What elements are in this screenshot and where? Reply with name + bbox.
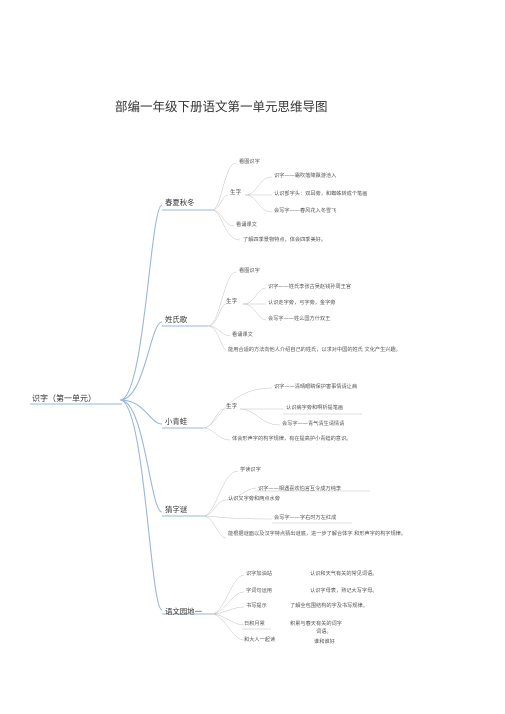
b2-node-e: 会写字——姓么国方什双王 (268, 316, 331, 322)
b4-node-a: 学读识字 (240, 467, 261, 473)
b1-node-d: 认识部字头：双耳旁，和蜘蛛转成个笔画 (274, 191, 368, 197)
link-root-b3 (119, 399, 163, 425)
b1-node-g: 了解四季景物特点，体会四季美好。 (243, 237, 327, 243)
link-root-b1 (119, 204, 163, 401)
branch-surname-song: 姓氏歌 (165, 315, 188, 324)
b3-node-a: 识字——清晴眼睛保护害事情请让病 (274, 384, 358, 390)
b2-node-d: 认识走字旁，弓字旁，金字旁 (268, 300, 336, 306)
link-root-b2 (119, 321, 163, 401)
b3-node-c: 认识病字旁和啊析提笔画 (286, 405, 344, 411)
link-root-b4 (119, 399, 163, 513)
b1-node-c: 生字 (230, 190, 242, 196)
b4-node-e: 能根据谜面以及汉字特点猜出谜底，进一步了解合体字 和形声字的构字规律。 (228, 531, 407, 537)
branch-riddles: 猜字谜 (165, 505, 188, 514)
b3-node-e: 体会形声字的构字规律，有在提高护小青蛙的意识。 (232, 436, 352, 442)
b1-node-f: 看诵课文 (236, 222, 257, 228)
b4-node-c: 认识又字旁和两点水旁 (228, 496, 280, 502)
b2-node-f: 看诵课文 (232, 332, 253, 338)
b5-node-k: 谁和谁好 (314, 639, 335, 645)
b5-node-g: 日积月累 (244, 621, 265, 627)
branch-spring-summer: 春夏秋冬 (165, 198, 195, 207)
b1-node-a: 看图识字 (239, 159, 260, 165)
b1-node-b: 识字——霜吹落降飘游池入 (274, 173, 337, 179)
b5-node-h: 积累与春天有关的词字 (290, 621, 342, 627)
b5-node-c: 字词句运用 (246, 588, 272, 594)
b5-node-e: 书写提示 (246, 603, 267, 609)
b2-node-b: 识字——姓氏李张古吴赵钱孙周王官 (268, 284, 352, 290)
b5-node-j: 和大人一起读 (244, 637, 276, 643)
b5-node-d: 认识字母表，熟记大写字母。 (310, 588, 378, 594)
b2-node-c: 生字 (226, 299, 238, 305)
branch-language-garden: 语文园地一 (165, 607, 202, 616)
root-topic: 识字（第一单元） (32, 394, 96, 403)
b4-node-d: 会写字——字右时万左红成 (274, 515, 337, 521)
b5-node-f: 了解全包围结构的字及书写规律。 (290, 603, 368, 609)
b2-node-a: 看图识字 (239, 268, 260, 274)
b2-node-g: 能用合适的方法向他人介绍自己的姓氏，以求对中国的姓氏 文化产生兴趣。 (228, 347, 401, 353)
b5-node-a: 识字加油站 (246, 571, 272, 577)
b3-node-b: 生字 (226, 404, 238, 410)
branch-little-frog: 小青蛙 (165, 417, 188, 426)
b5-node-i: 词语。 (316, 629, 332, 635)
link-root-b5 (119, 399, 163, 611)
b3-node-d: 会写字——青气清生请情请 (282, 421, 345, 427)
b1-node-e: 会写字——春风花入冬雪飞 (274, 208, 337, 214)
b5-node-b: 认识和天气有关的常见词语。 (310, 571, 378, 577)
page-title: 部编一年级下册语文第一单元思维导图 (115, 99, 328, 114)
b4-node-b: 识字——相遇喜欢怕言互令成万纯李 (258, 486, 342, 492)
